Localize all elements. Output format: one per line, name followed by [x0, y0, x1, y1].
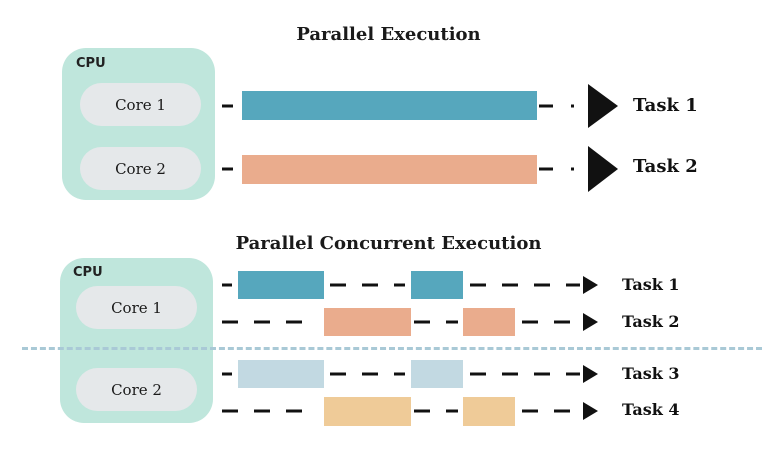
- task-1-bar-segment-a: [238, 271, 324, 299]
- parallel-concurrent-title: Parallel Concurrent Execution: [235, 233, 542, 254]
- parallel-execution-title: Parallel Execution: [296, 24, 481, 45]
- core-divider-dashed-line: [22, 347, 762, 350]
- task-2-arrow-icon: [588, 146, 618, 192]
- task-1-label-parallel: Task 1: [633, 95, 698, 116]
- task-4-label-concurrent: Task 4: [622, 400, 680, 419]
- task-4-bar-segment-a: [324, 397, 411, 426]
- task-2-bar-segment-b: [463, 308, 515, 336]
- task-1-label-concurrent: Task 1: [622, 275, 680, 294]
- task-3-bar-segment-b: [411, 360, 463, 388]
- core-1-concurrent: Core 1: [76, 286, 197, 329]
- task-2-bar-segment-a: [324, 308, 411, 336]
- task-2-label-concurrent: Task 2: [622, 312, 680, 331]
- task-3-label-concurrent: Task 3: [622, 364, 680, 383]
- task-2-concurrent-arrow-icon: [583, 313, 598, 331]
- core-1-parallel: Core 1: [80, 83, 201, 126]
- task-1-arrow-icon: [588, 84, 618, 128]
- task-3-concurrent-arrow-icon: [583, 365, 598, 383]
- task-1-bar-parallel: [242, 91, 537, 120]
- task-3-bar-segment-a: [238, 360, 324, 388]
- task-4-bar-segment-b: [463, 397, 515, 426]
- cpu-label-parallel: CPU: [76, 56, 106, 71]
- core-2-concurrent: Core 2: [76, 368, 197, 411]
- task-2-bar-parallel: [242, 155, 537, 184]
- core-2-parallel: Core 2: [80, 147, 201, 190]
- task-1-concurrent-arrow-icon: [583, 276, 598, 294]
- cpu-label-concurrent: CPU: [73, 265, 103, 280]
- task-4-concurrent-arrow-icon: [583, 402, 598, 420]
- task-2-label-parallel: Task 2: [633, 156, 698, 177]
- task-1-bar-segment-b: [411, 271, 463, 299]
